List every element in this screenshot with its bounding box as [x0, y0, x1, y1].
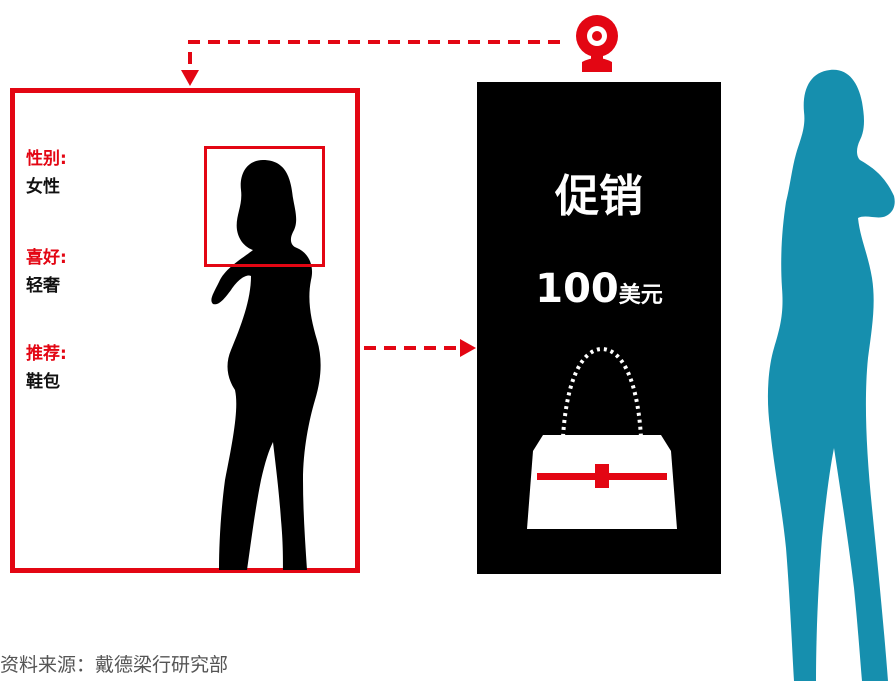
recommend-value: 鞋包 — [26, 372, 60, 392]
recommend-label: 推荐: — [26, 344, 67, 364]
gender-label: 性别: — [26, 149, 67, 169]
price-number: 100 — [535, 266, 619, 312]
face-detection-box — [204, 146, 325, 267]
gender-value: 女性 — [26, 177, 60, 197]
promo-title: 促销 — [555, 171, 643, 222]
promo-price: 100美元 — [477, 266, 721, 312]
source-note: 资料来源：戴德梁行研究部 — [0, 654, 229, 676]
customer-silhouette-icon — [767, 69, 895, 681]
woman-silhouette-icon — [211, 160, 321, 570]
preference-value: 轻奢 — [26, 276, 60, 296]
camera-icon — [576, 15, 618, 72]
customer-profile-panel — [10, 88, 360, 573]
camera-to-panel-arrow — [188, 40, 560, 72]
panel-to-screen-arrowhead — [460, 339, 476, 357]
handbag-icon — [527, 346, 677, 529]
preference-label: 喜好: — [26, 248, 67, 268]
camera-to-panel-arrowhead — [181, 70, 199, 86]
price-unit: 美元 — [618, 283, 663, 308]
